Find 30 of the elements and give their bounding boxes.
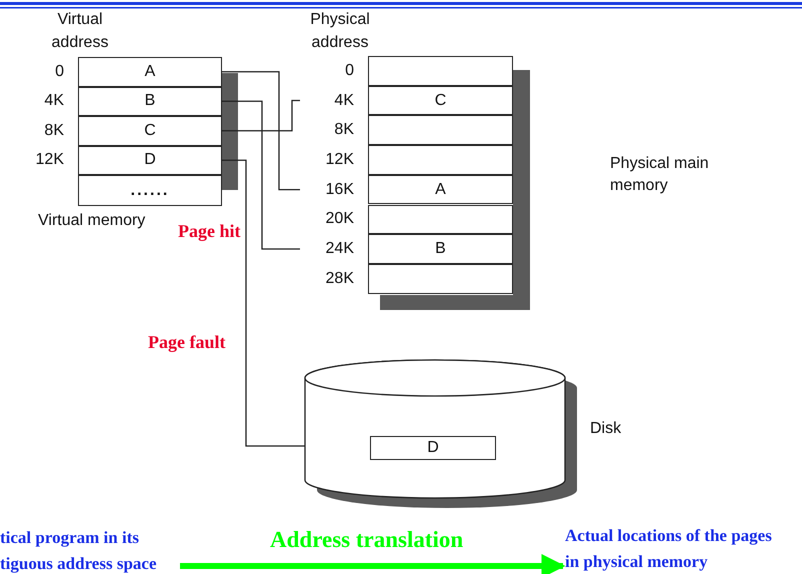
address-label: 0 xyxy=(345,62,354,80)
memory-cell: A xyxy=(368,174,513,204)
address-label: 24K xyxy=(326,240,354,258)
page-slot: D xyxy=(370,436,496,460)
memory-cell: C xyxy=(78,116,222,146)
node-label: Physical main memory xyxy=(610,154,710,196)
address-label: 28K xyxy=(326,270,354,288)
axis-heading: Physical address xyxy=(309,10,371,53)
memory-cell: A xyxy=(78,57,222,86)
address-label: 16K xyxy=(326,180,354,199)
memory-cell: D xyxy=(78,146,222,175)
address-label: 12K xyxy=(326,150,354,169)
address-label: 12K xyxy=(36,151,64,170)
node-label: Disk xyxy=(590,419,622,439)
address-label: 8K xyxy=(44,122,64,140)
address-label: 4K xyxy=(44,92,64,110)
caption: tical program in its tiguous address space xyxy=(0,525,180,574)
caption: Actual locations of the pages in physical memory xyxy=(565,523,780,573)
edge-label: Page fault xyxy=(148,332,226,353)
address-label: 8K xyxy=(334,121,354,140)
memory-cell: B xyxy=(368,234,513,264)
address-label: 20K xyxy=(326,210,354,228)
status-label: Page hit xyxy=(178,221,240,242)
memory-cell: B xyxy=(78,86,222,116)
memory-cell: ...... xyxy=(78,175,222,206)
memory-cell: C xyxy=(368,86,513,116)
node-label: Virtual memory xyxy=(38,211,146,231)
axis-heading: Virtual address xyxy=(50,10,110,53)
address-label: 4K xyxy=(334,92,354,110)
address-label: 0 xyxy=(55,62,64,81)
